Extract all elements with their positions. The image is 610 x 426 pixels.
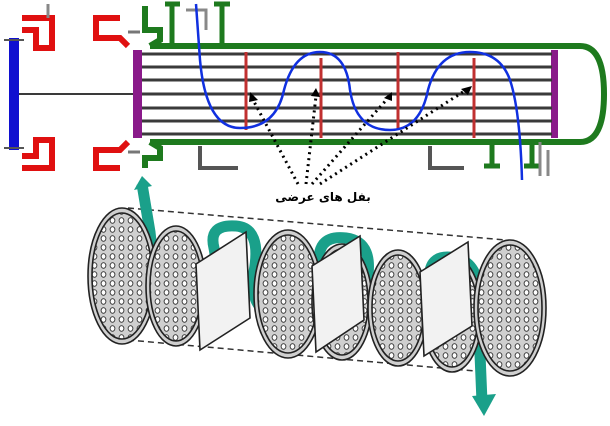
pointer-line — [304, 95, 318, 185]
baffle-disc-holes — [477, 244, 543, 372]
baffle-label: بفل های عرضی — [275, 190, 371, 204]
channel-flange-left-top — [22, 15, 55, 51]
partition-plate — [195, 230, 251, 352]
partition-plates — [195, 230, 473, 358]
flow-arrow-start — [134, 176, 152, 190]
shell-flange-bottom — [142, 139, 163, 168]
saddle-left — [198, 146, 238, 170]
arrowhead — [249, 92, 258, 102]
floating-tubesheet — [551, 50, 558, 138]
channel-flange-right-bottom — [93, 139, 131, 171]
pointer-line — [310, 97, 390, 185]
baffle-disc-holes — [149, 230, 203, 342]
shell-inlet-nozzle — [165, 1, 230, 46]
baffle-3d-view — [87, 176, 547, 416]
pointer-line — [250, 97, 300, 185]
channel-flange-right-top — [93, 15, 131, 49]
shell-inlet-gray — [186, 8, 208, 30]
tubesheet — [133, 50, 142, 138]
shell-flange-top — [142, 6, 163, 49]
pointer-lines — [250, 88, 467, 186]
partition-plate — [419, 240, 473, 358]
channel-flange-left-bottom — [22, 137, 55, 171]
bolt-set-top — [128, 30, 140, 154]
cylinder-outline — [127, 207, 507, 373]
channel-cover — [9, 38, 19, 150]
tube-bundle — [142, 52, 552, 136]
baffles — [244, 52, 476, 138]
arrowhead — [461, 86, 472, 95]
baffle-disc-holes — [257, 234, 319, 354]
shell-flow-path — [194, 3, 524, 181]
pointer-line — [319, 88, 467, 186]
partition-plate — [311, 234, 365, 354]
shell-outline — [150, 43, 608, 145]
baffle-disc-holes — [91, 212, 153, 340]
shell-outlet-nozzle — [484, 142, 540, 169]
saddle-right — [428, 146, 464, 170]
shell-outlet-gray — [538, 142, 550, 176]
flow-arrow-tip — [472, 394, 496, 416]
arrowhead — [311, 88, 320, 97]
pointer-arrowheads — [249, 86, 472, 102]
arrowhead — [384, 92, 392, 101]
exchanger-section — [4, 1, 608, 186]
baffle-disc-holes — [371, 254, 425, 362]
